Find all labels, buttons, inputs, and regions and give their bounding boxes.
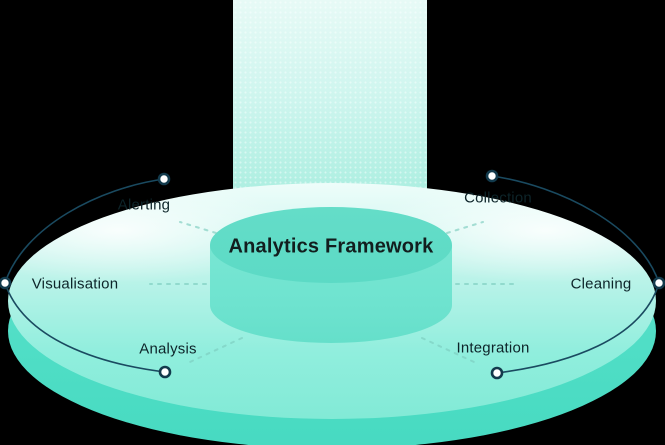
diagram-title: Analytics Framework bbox=[228, 235, 434, 258]
node-label-alerting: Alerting bbox=[117, 196, 171, 214]
center-cylinder-top bbox=[210, 207, 452, 283]
node-label-integration: Integration bbox=[456, 339, 530, 357]
node-dot-alerting bbox=[157, 172, 171, 186]
node-dot-collection bbox=[485, 169, 499, 183]
node-label-cleaning: Cleaning bbox=[570, 275, 632, 293]
ray-upper-right bbox=[446, 221, 484, 234]
node-label-visualisation: Visualisation bbox=[31, 275, 119, 293]
node-label-collection: Collection bbox=[464, 189, 532, 207]
ray-lower-right bbox=[421, 337, 475, 363]
node-dot-cleaning bbox=[652, 276, 665, 290]
node-dot-analysis bbox=[158, 365, 172, 379]
ray-lower-left bbox=[189, 337, 243, 363]
node-dot-integration bbox=[490, 366, 504, 380]
node-label-analysis: Analysis bbox=[139, 340, 197, 358]
node-dot-visualisation bbox=[0, 276, 12, 290]
ray-upper-left bbox=[179, 221, 217, 234]
